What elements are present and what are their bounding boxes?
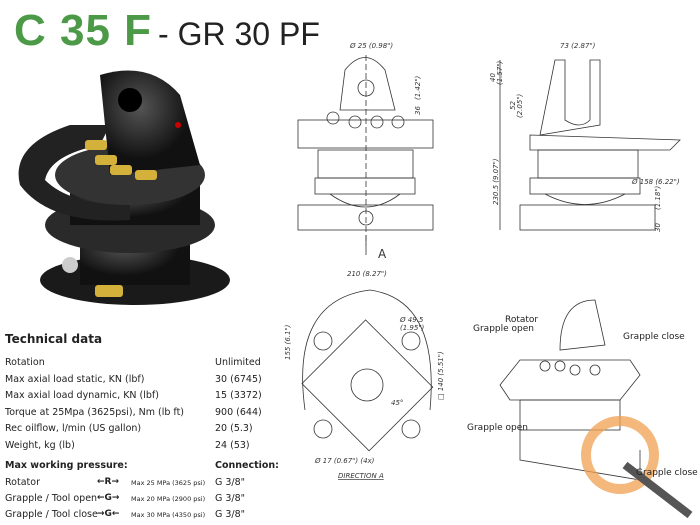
port-pressure: Max 25 MPa (3625 psi) bbox=[131, 479, 206, 487]
spec-value: Unlimited bbox=[215, 357, 261, 368]
spec-value: 900 (644) bbox=[215, 407, 262, 418]
model-name: C 35 F bbox=[14, 6, 153, 55]
port-symbol: →G← bbox=[97, 509, 120, 519]
port-connection: G 3/8" bbox=[215, 477, 246, 488]
spec-label: Torque at 25Mpa (3625psi), Nm (lb ft) bbox=[5, 407, 185, 418]
side-view: 73 (2.87") 40 (1.57") 52 (2.05") 230.5 (… bbox=[489, 42, 681, 232]
dim-mount-holes: Ø 17 (0.67") (4x) bbox=[314, 457, 375, 465]
rotator-product-photo bbox=[18, 70, 230, 305]
dim-center-diameter-in: (1.95") bbox=[400, 324, 425, 332]
dim-hole-pattern: □ 140 (5.51") bbox=[437, 351, 445, 400]
spec-value: 15 (3372) bbox=[215, 390, 262, 401]
spec-label: Weight, kg (lb) bbox=[5, 440, 75, 451]
spec-row: Rec oilflow, l/min (US gallon) 20 (5.3) bbox=[5, 423, 275, 434]
callout-grapple-open-top: Grapple open bbox=[473, 324, 534, 334]
spec-value: 20 (5.3) bbox=[215, 423, 253, 434]
dim-base-height-in: (1.18") bbox=[654, 185, 662, 210]
model-subtitle: - GR 30 PF bbox=[158, 16, 320, 52]
spec-row: Max axial load static, KN (lbf) 30 (6745) bbox=[5, 374, 275, 385]
callout-grapple-close-bottom: Grapple close bbox=[636, 468, 698, 478]
port-label: Rotator bbox=[5, 477, 40, 488]
port-pressure: Max 20 MPa (2900 psi) bbox=[131, 495, 206, 503]
dim-pin-offset: 52 bbox=[509, 101, 517, 110]
callout-rotator: Rotator bbox=[505, 315, 538, 325]
dim-top-height: 40 bbox=[489, 73, 497, 82]
technical-data-heading: Technical data bbox=[5, 332, 103, 346]
port-connection: G 3/8" bbox=[215, 509, 246, 520]
dim-base-height: 30 bbox=[654, 223, 662, 232]
dim-body-diameter: Ø 158 (6.22") bbox=[631, 178, 680, 186]
dim-top-height-in: (1.57") bbox=[496, 60, 504, 85]
connection-heading: Connection: bbox=[215, 460, 279, 471]
spec-row: Max axial load dynamic, KN (lbf) 15 (3372… bbox=[5, 390, 275, 401]
bottom-view: 210 (8.27") 155 (6.1") Ø 49.5 (1.95") □ … bbox=[284, 270, 445, 480]
product-title: C 35 F- GR 30 PF bbox=[14, 6, 320, 56]
front-view: Ø 25 (0.98") (1.42") 36 A bbox=[297, 42, 434, 261]
spec-value: 30 (6745) bbox=[215, 374, 262, 385]
spec-label: Rec oilflow, l/min (US gallon) bbox=[5, 423, 142, 434]
spec-row: Torque at 25Mpa (3625psi), Nm (lb ft) 900… bbox=[5, 407, 275, 418]
spec-value: 24 (53) bbox=[215, 440, 250, 451]
port-symbol: ←G→ bbox=[97, 493, 120, 503]
callout-grapple-close-top: Grapple close bbox=[623, 332, 685, 342]
port-label: Grapple / Tool close bbox=[5, 509, 98, 520]
dim-lug-width: 73 (2.87") bbox=[560, 42, 596, 50]
port-label: Grapple / Tool open bbox=[5, 493, 98, 504]
iso-view: Rotator Grapple open Grapple close Grapp… bbox=[467, 299, 698, 519]
pressure-row: Rotator ←R→ Max 25 MPa (3625 psi) G 3/8" bbox=[5, 477, 275, 488]
port-connection: G 3/8" bbox=[215, 493, 246, 504]
dim-center-diameter: Ø 49.5 bbox=[399, 316, 424, 324]
dim-pin-height-mm: 36 bbox=[414, 106, 422, 115]
pressure-row: Grapple / Tool close→G← Max 30 MPa (4350 … bbox=[5, 509, 275, 520]
pressure-header: Max working pressure: Connection: bbox=[5, 460, 279, 471]
view-caption: DIRECTION A bbox=[338, 472, 384, 480]
callout-grapple-open-bottom: Grapple open bbox=[467, 423, 528, 433]
pressure-row: Grapple / Tool open←G→ Max 20 MPa (2900 p… bbox=[5, 493, 275, 504]
port-pressure: Max 30 MPa (4350 psi) bbox=[131, 511, 206, 519]
spec-label: Max axial load static, KN (lbf) bbox=[5, 374, 145, 385]
spec-row: Rotation Unlimited bbox=[5, 357, 275, 368]
dim-depth: 155 (6.1") bbox=[284, 324, 292, 360]
spec-label: Max axial load dynamic, KN (lbf) bbox=[5, 390, 159, 401]
dim-angle: 45° bbox=[391, 399, 403, 407]
pressure-heading: Max working pressure: bbox=[5, 460, 128, 471]
dim-pin-diameter: Ø 25 (0.98") bbox=[349, 42, 393, 50]
spec-label: Rotation bbox=[5, 357, 45, 368]
spec-row: Weight, kg (lb) 24 (53) bbox=[5, 440, 275, 451]
dim-pin-offset-in: (2.05") bbox=[516, 93, 524, 118]
view-arrow-label: A bbox=[378, 247, 387, 261]
dim-pin-height: (1.42") bbox=[414, 75, 422, 100]
dim-width: 210 (8.27") bbox=[347, 270, 387, 278]
port-symbol: ←R→ bbox=[97, 477, 120, 487]
dim-total-height: 230.5 (9.07") bbox=[492, 158, 500, 205]
